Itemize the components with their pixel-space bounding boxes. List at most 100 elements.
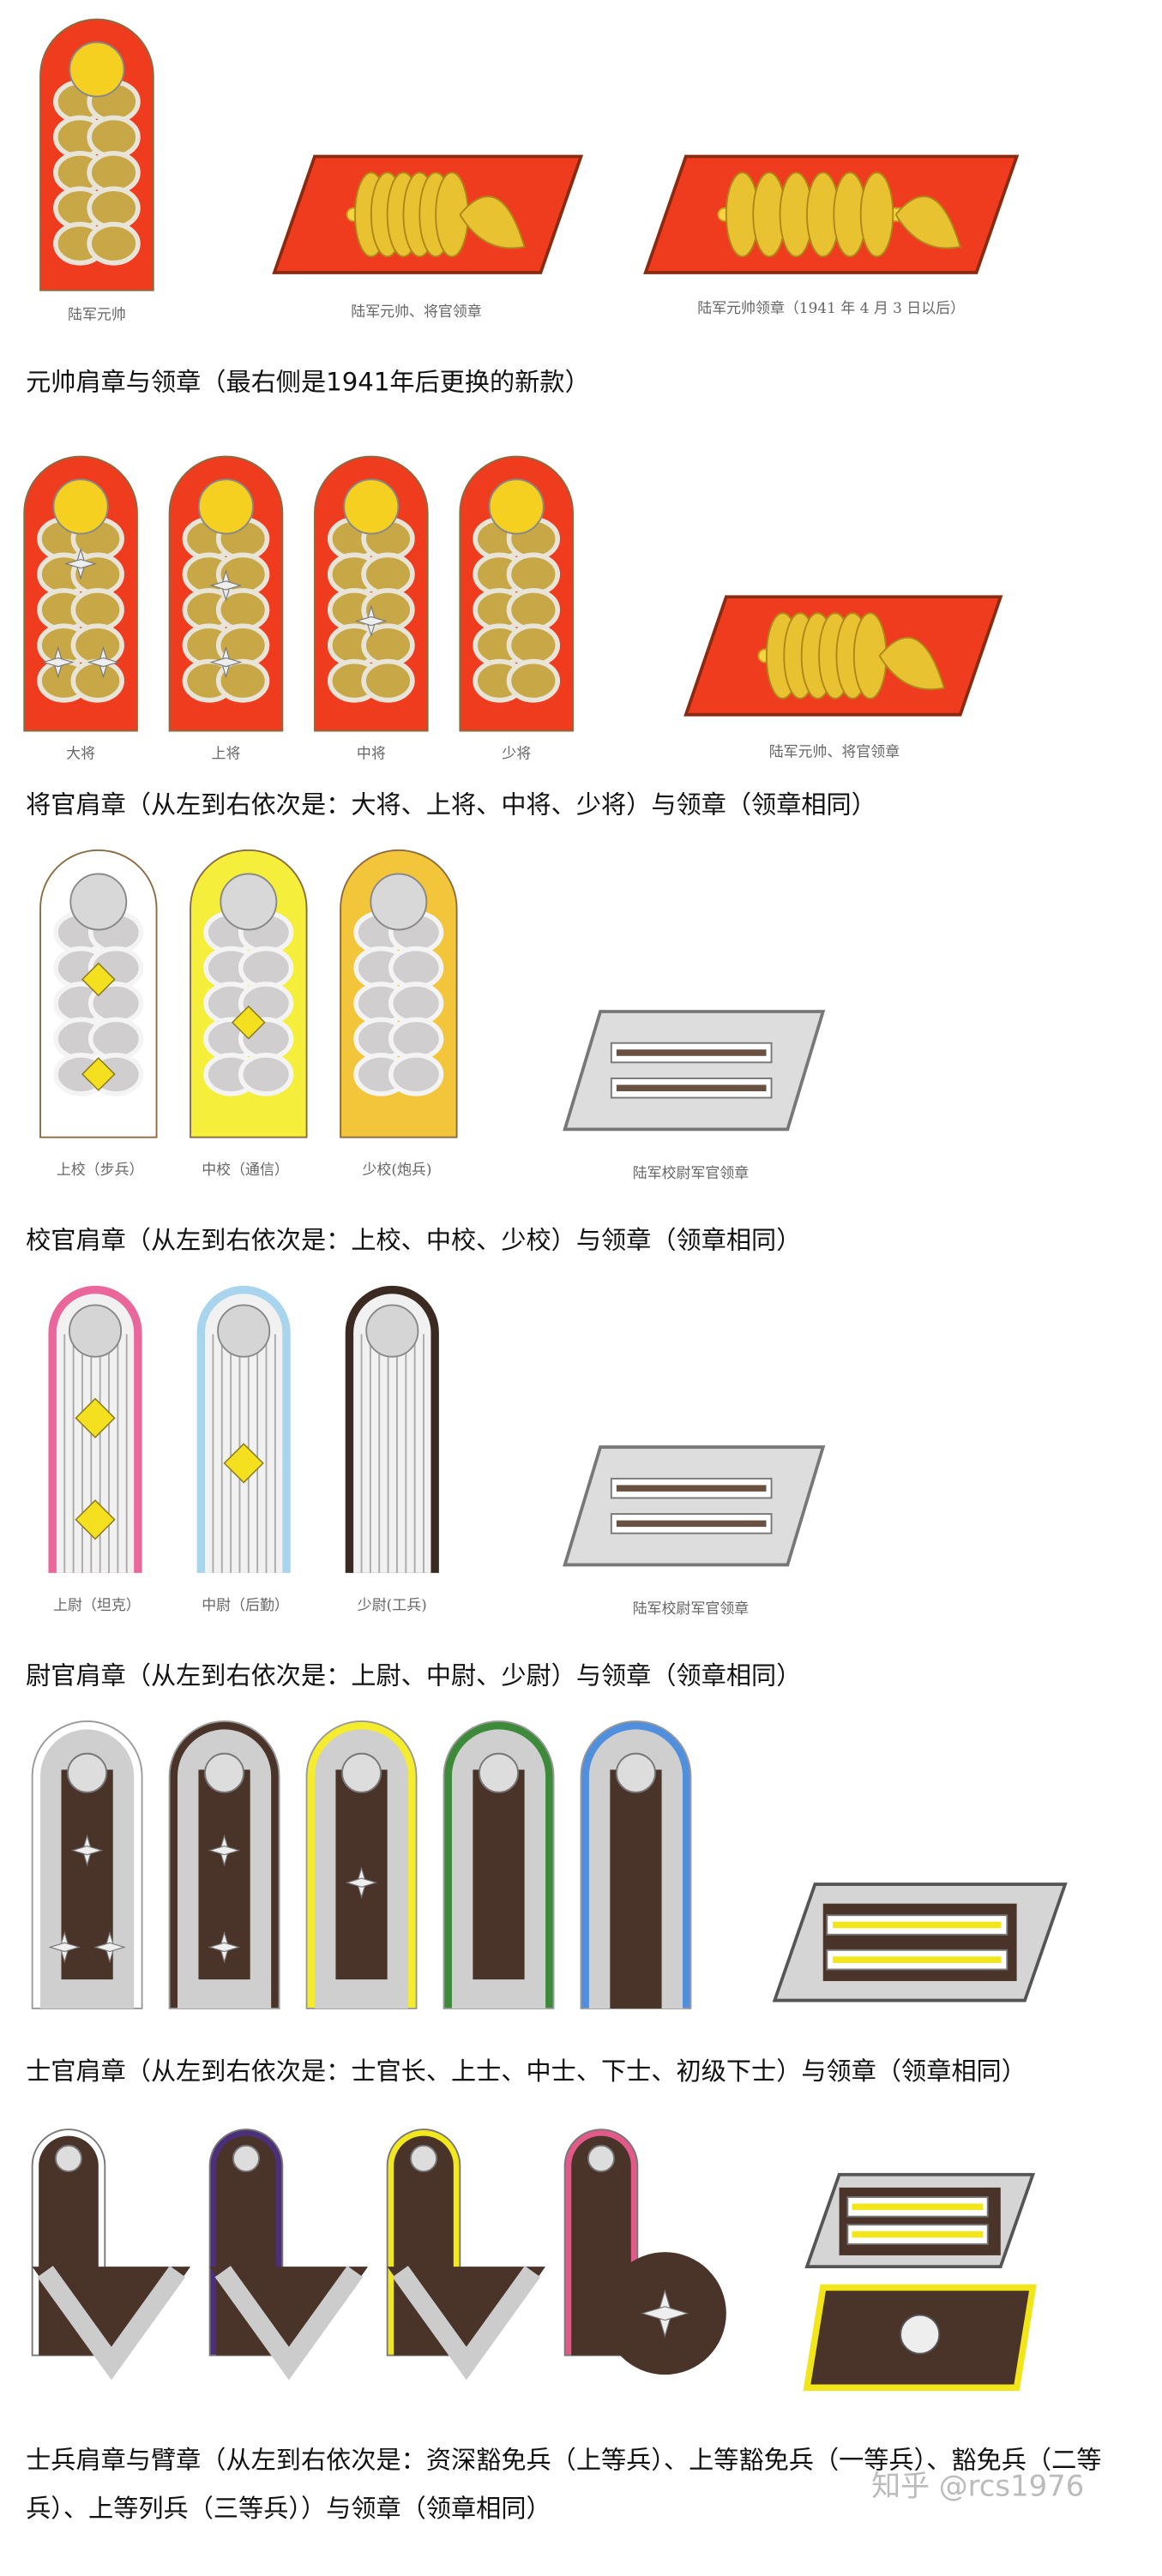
button-icon bbox=[478, 1752, 520, 1793]
braid-loop bbox=[70, 623, 124, 668]
strap-center bbox=[473, 1769, 525, 1980]
collar-patch bbox=[563, 1010, 826, 1132]
star-pip-icon bbox=[354, 615, 388, 627]
star-pip-icon bbox=[70, 1845, 104, 1856]
strap-label: 大将 bbox=[66, 747, 96, 764]
section-caption: 尉官肩章（从左到右依次是：上尉、中尉、少尉）与领章（领章相同） bbox=[26, 1661, 802, 1691]
nco-shoulder-strap bbox=[31, 1720, 143, 2009]
button-icon bbox=[68, 1304, 123, 1358]
button-icon bbox=[370, 873, 428, 931]
button-icon bbox=[220, 873, 278, 931]
button-icon bbox=[365, 1304, 419, 1358]
braid-loop bbox=[87, 115, 141, 159]
pip-icon bbox=[231, 1005, 266, 1040]
strap-label: 上尉（坦克） bbox=[53, 1598, 141, 1615]
section-caption: 士兵肩章与臂章（从左到右依次是：资深豁免兵（上等兵）、上等豁免兵（一等兵）、豁免… bbox=[26, 2445, 1102, 2524]
star-pip-icon bbox=[93, 1942, 126, 1953]
enlisted-shoulder-strap bbox=[386, 2129, 546, 2381]
braid-loop bbox=[361, 658, 415, 703]
button-icon bbox=[69, 873, 128, 931]
button-icon bbox=[69, 41, 125, 98]
nco-shoulder-strap bbox=[443, 1720, 555, 2009]
marshal-shoulder-strap bbox=[39, 18, 154, 291]
nco-shoulder-strap bbox=[168, 1720, 280, 2009]
button-icon bbox=[52, 478, 109, 535]
strap-label: 少尉(工兵) bbox=[357, 1598, 427, 1615]
pip-icon bbox=[81, 1057, 116, 1091]
general-shoulder-strap bbox=[314, 455, 429, 732]
braid-loop bbox=[388, 946, 444, 990]
oak-leaf-icon bbox=[859, 171, 894, 258]
star-pip-icon bbox=[48, 1942, 81, 1953]
braid-loop bbox=[70, 587, 124, 632]
litzen-stripe bbox=[833, 1956, 1002, 1963]
general-collar-patch bbox=[683, 595, 1003, 717]
button-icon bbox=[217, 1304, 271, 1358]
collar-label: 陆军元帅、将官领章 bbox=[768, 745, 900, 762]
general-shoulder-strap bbox=[168, 455, 284, 732]
litzen-stripe bbox=[616, 1485, 767, 1492]
nco-shoulder-strap bbox=[580, 1720, 692, 2009]
braid-loop bbox=[87, 150, 141, 195]
section-caption: 元帅肩章与领章（最右侧是1941年后更换的新款） bbox=[26, 368, 590, 397]
section-caption: 将官肩章（从左到右依次是：大将、上将、中将、少将）与领章（领章相同） bbox=[26, 790, 876, 820]
marshal-collar-patch bbox=[272, 154, 584, 274]
strap-label: 陆军元帅 bbox=[68, 308, 126, 325]
chevron-icon bbox=[37, 2266, 186, 2381]
collar-label: 陆军校尉军官领章 bbox=[632, 1166, 750, 1183]
strap-base bbox=[205, 1294, 283, 1573]
litzen-stripe bbox=[616, 1520, 767, 1528]
braid-loop bbox=[361, 552, 415, 597]
star-pip-icon bbox=[209, 657, 243, 668]
button-icon bbox=[67, 1752, 108, 1793]
button-icon bbox=[204, 1752, 245, 1793]
star-pip-icon bbox=[64, 559, 97, 569]
watermark: 知乎 @rcs1976 bbox=[871, 2470, 1085, 2504]
litzen-stripe bbox=[852, 2231, 984, 2238]
braid-loop bbox=[506, 623, 561, 668]
officer-collar-patch bbox=[563, 1010, 826, 1132]
skull-icon bbox=[900, 2314, 941, 2355]
pip-icon bbox=[81, 962, 116, 997]
strap-center bbox=[610, 1769, 662, 2009]
chevron-icon bbox=[214, 2266, 364, 2381]
star-pip-icon bbox=[209, 580, 243, 591]
litzen-stripe bbox=[616, 1084, 767, 1092]
company-officer-shoulder-strap bbox=[48, 1285, 142, 1573]
leaf-tail-icon bbox=[878, 637, 946, 691]
braid-loop bbox=[506, 587, 561, 632]
nco-collar-patch bbox=[804, 2172, 1036, 2268]
skull-collar-patch bbox=[803, 2284, 1037, 2391]
star-pip-icon bbox=[208, 1845, 241, 1856]
strap-label: 上将 bbox=[211, 747, 241, 764]
strap-base bbox=[353, 1294, 431, 1573]
leaf-tail-icon bbox=[894, 195, 961, 249]
collar-label: 陆军元帅、将官领章 bbox=[351, 304, 482, 321]
officer-collar-patch bbox=[563, 1445, 826, 1567]
braid-loop bbox=[238, 946, 294, 990]
braid-loop bbox=[388, 1017, 444, 1061]
general-shoulder-strap bbox=[23, 455, 138, 732]
collar-label: 陆军校尉军官领章 bbox=[632, 1601, 750, 1618]
nco-collar-patch bbox=[772, 1882, 1068, 2003]
braid-loop bbox=[506, 552, 561, 597]
collar-patch bbox=[563, 1445, 826, 1567]
nco-shoulder-strap bbox=[305, 1720, 418, 2009]
braid-loop bbox=[506, 658, 561, 703]
star-pip-icon bbox=[41, 657, 75, 668]
pip-icon bbox=[223, 1443, 264, 1484]
braid-loop bbox=[388, 1052, 444, 1096]
strap-label: 少将 bbox=[502, 747, 532, 764]
enlisted-shoulder-strap bbox=[208, 2129, 369, 2381]
button-icon bbox=[232, 2144, 260, 2172]
braid-loop bbox=[238, 1052, 294, 1096]
field-officer-shoulder-strap bbox=[190, 849, 308, 1138]
field-officer-shoulder-strap bbox=[39, 849, 158, 1138]
pip-icon bbox=[75, 1499, 116, 1540]
braid-loop bbox=[87, 221, 141, 266]
star-pip-icon bbox=[641, 2306, 689, 2321]
enlisted-shoulder-strap bbox=[31, 2129, 191, 2381]
litzen-stripe bbox=[852, 2203, 984, 2211]
